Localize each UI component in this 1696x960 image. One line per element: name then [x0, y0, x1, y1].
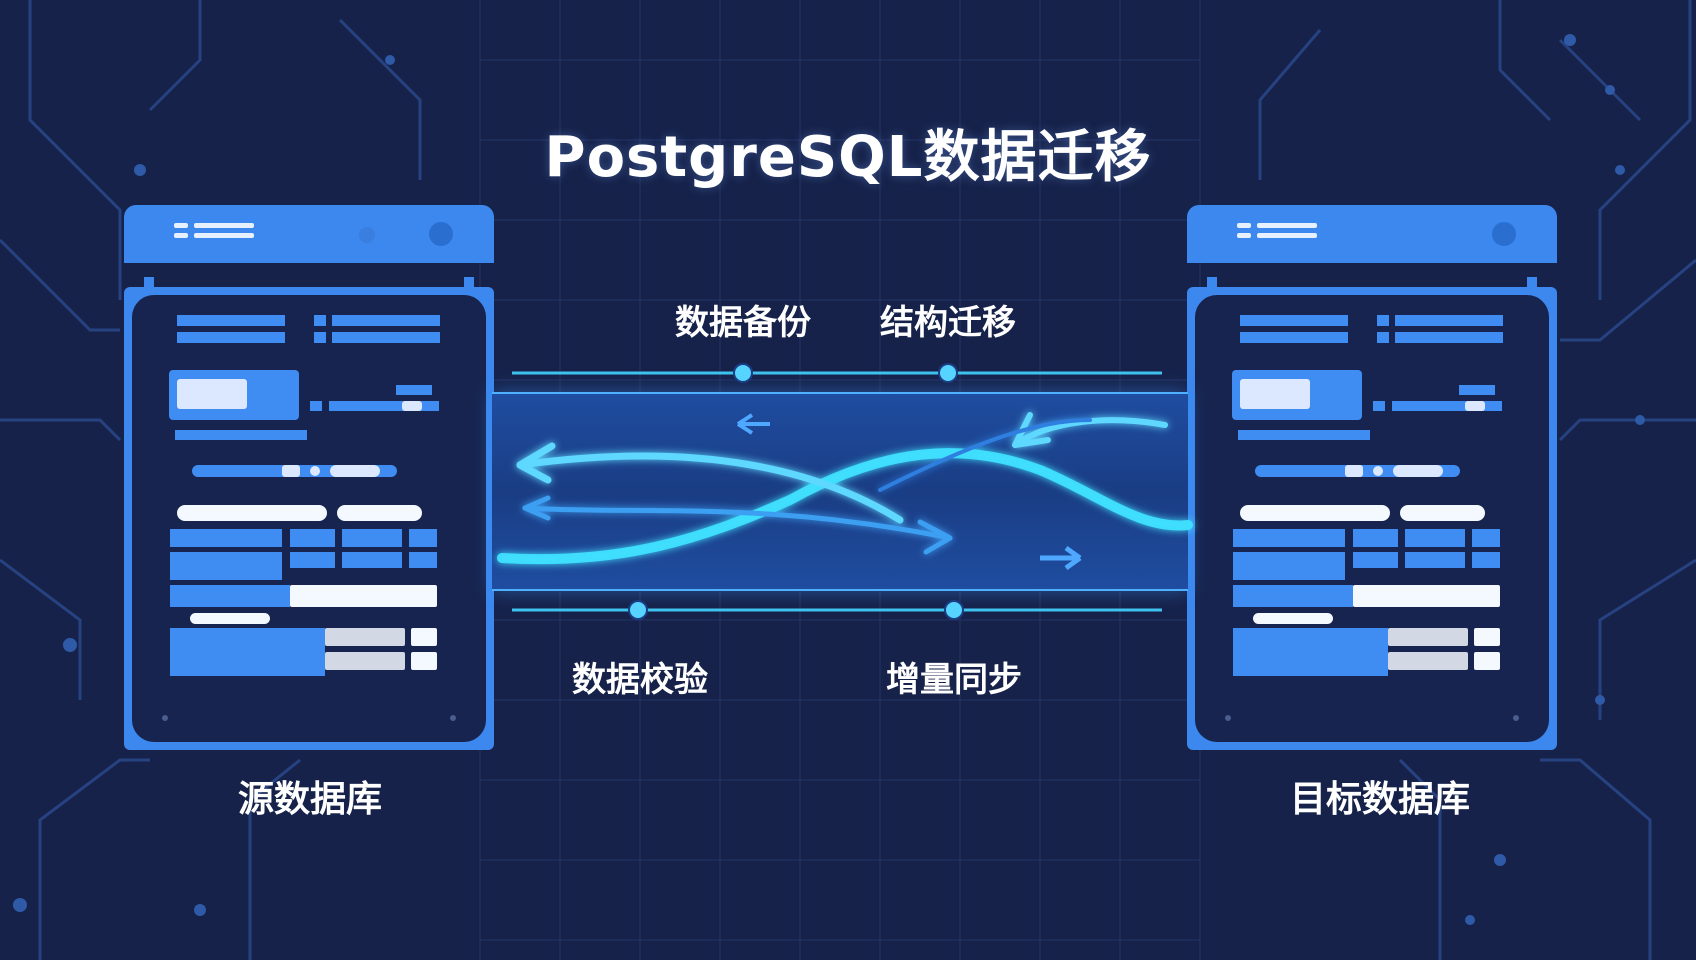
panel-header	[1187, 205, 1557, 263]
panel-screen	[1195, 295, 1549, 742]
flow-arrow-left-top	[516, 452, 904, 524]
timeline-node-validate	[628, 600, 648, 620]
circuit-nodes	[13, 34, 1645, 925]
panel-body	[124, 287, 494, 750]
page-title: PostgreSQL数据迁移	[544, 125, 1152, 190]
target-database-panel	[1187, 205, 1557, 750]
small-arrow-right	[1040, 545, 1082, 571]
stage-label-validation: 数据校验	[572, 660, 708, 700]
small-arrow-left	[736, 413, 770, 435]
flow-wave-main	[497, 448, 1193, 565]
source-database-label: 源数据库	[237, 779, 382, 820]
panel-body	[1187, 287, 1557, 750]
stage-label-schema-migration: 结构迁移	[880, 303, 1016, 343]
stage-label-backup: 数据备份	[675, 303, 811, 343]
source-database-panel	[124, 205, 494, 750]
stage-label-incremental-sync: 增量同步	[886, 660, 1022, 700]
timeline-node-sync	[944, 600, 964, 620]
target-database-label: 目标数据库	[1289, 779, 1470, 820]
panel-screen	[132, 295, 486, 742]
timeline-node-schema	[938, 363, 958, 383]
panel-header	[124, 205, 494, 263]
timeline-node-backup	[733, 363, 753, 383]
flow-arrow-right-mid	[522, 505, 953, 541]
